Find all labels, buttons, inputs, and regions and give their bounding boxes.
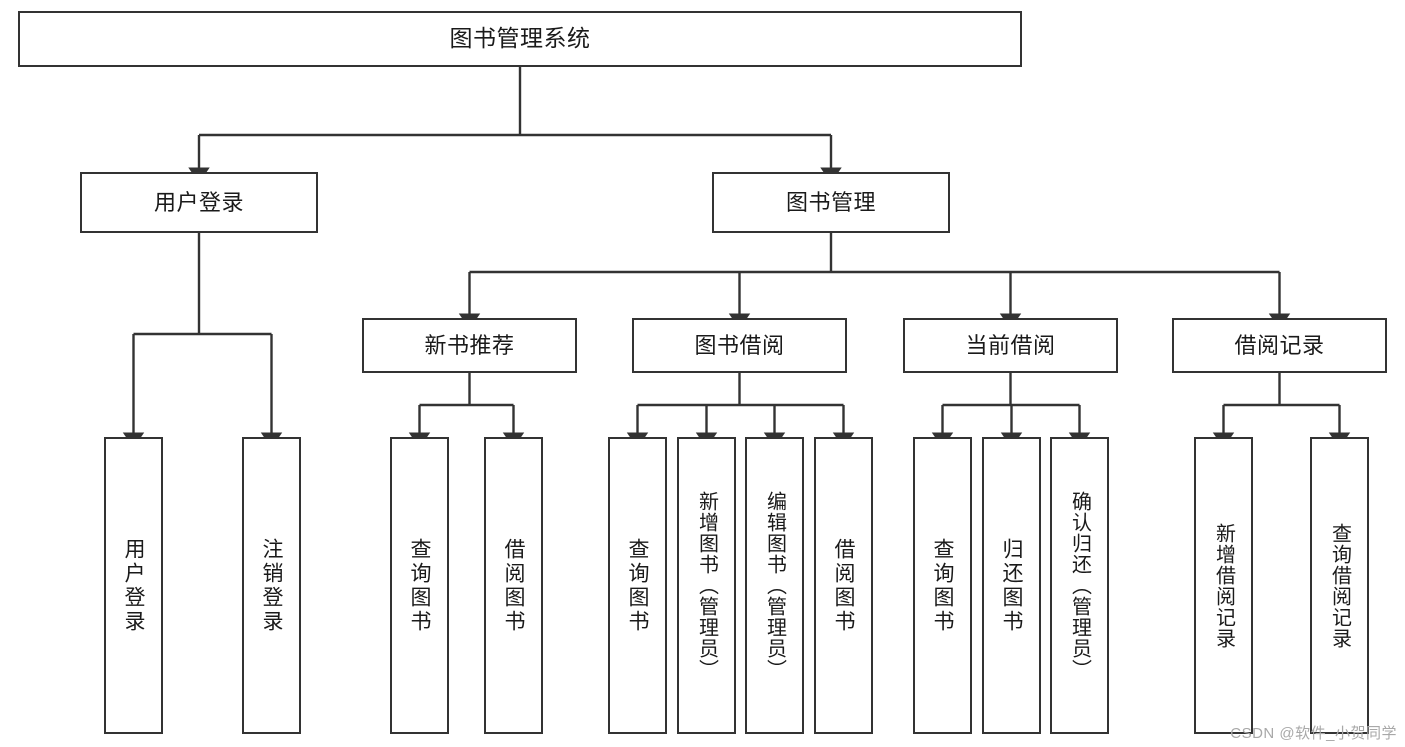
node-label: 借阅图书 bbox=[832, 537, 855, 634]
node-label: 当前借阅 bbox=[965, 332, 1056, 358]
node-lf6[interactable]: 新增图书（管理员） bbox=[677, 437, 736, 734]
node-label: 新增图书（管理员） bbox=[695, 491, 718, 680]
node-label: 图书管理 bbox=[785, 189, 876, 215]
node-lf2[interactable]: 注销登录 bbox=[242, 437, 301, 734]
node-l2b[interactable]: 图书借阅 bbox=[632, 318, 847, 373]
node-label: 图书借阅 bbox=[694, 332, 785, 358]
node-lf10[interactable]: 归还图书 bbox=[982, 437, 1041, 734]
node-label: 图书管理系统 bbox=[449, 25, 591, 52]
edge-layer bbox=[122, 67, 1351, 448]
node-lf12[interactable]: 新增借阅记录 bbox=[1194, 437, 1253, 734]
node-lf8[interactable]: 借阅图书 bbox=[814, 437, 873, 734]
node-l2a[interactable]: 新书推荐 bbox=[362, 318, 577, 373]
node-lf7[interactable]: 编辑图书（管理员） bbox=[745, 437, 804, 734]
node-label: 查询图书 bbox=[931, 537, 954, 634]
node-label: 新书推荐 bbox=[424, 332, 515, 358]
node-label: 查询借阅记录 bbox=[1328, 522, 1351, 649]
node-label: 编辑图书（管理员） bbox=[763, 491, 786, 680]
node-lf5[interactable]: 查询图书 bbox=[608, 437, 667, 734]
node-label: 注销登录 bbox=[260, 537, 283, 634]
node-label: 新增借阅记录 bbox=[1212, 522, 1235, 649]
node-l1a[interactable]: 用户登录 bbox=[80, 172, 318, 233]
node-lf1[interactable]: 用户登录 bbox=[104, 437, 163, 734]
watermark-text: CSDN @软件_小贺同学 bbox=[1230, 725, 1397, 742]
node-l1b[interactable]: 图书管理 bbox=[712, 172, 950, 233]
node-label: 用户登录 bbox=[153, 189, 244, 215]
node-lf13[interactable]: 查询借阅记录 bbox=[1310, 437, 1369, 734]
node-lf11[interactable]: 确认归还（管理员） bbox=[1050, 437, 1109, 734]
node-l2c[interactable]: 当前借阅 bbox=[903, 318, 1118, 373]
node-label: 归还图书 bbox=[1000, 537, 1023, 634]
node-label: 确认归还（管理员） bbox=[1068, 491, 1091, 680]
node-label: 用户登录 bbox=[122, 537, 145, 634]
node-lf4[interactable]: 借阅图书 bbox=[484, 437, 543, 734]
node-label: 借阅图书 bbox=[502, 537, 525, 634]
node-label: 查询图书 bbox=[408, 537, 431, 634]
node-lf3[interactable]: 查询图书 bbox=[390, 437, 449, 734]
node-root[interactable]: 图书管理系统 bbox=[18, 11, 1022, 67]
node-l2d[interactable]: 借阅记录 bbox=[1172, 318, 1387, 373]
node-lf9[interactable]: 查询图书 bbox=[913, 437, 972, 734]
node-label: 查询图书 bbox=[626, 537, 649, 634]
node-label: 借阅记录 bbox=[1234, 332, 1325, 358]
